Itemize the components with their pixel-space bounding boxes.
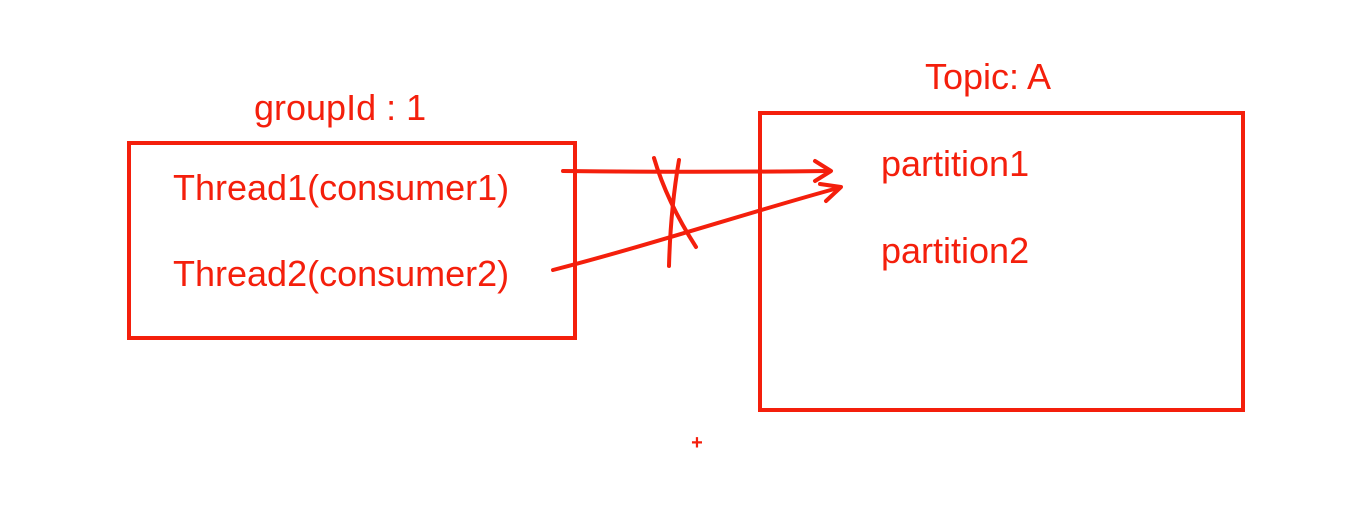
arrow-thread1-to-partition1: [561, 169, 830, 174]
topic-box: [758, 111, 1245, 412]
thread1-label: Thread1(consumer1): [173, 167, 510, 208]
consumer-group-box: [127, 141, 577, 340]
thread2-label: Thread2(consumer2): [173, 253, 510, 294]
consumer-group-title: groupId : 1: [254, 87, 427, 128]
partition1-label: partition1: [881, 143, 1030, 184]
topic-title: Topic: A: [925, 56, 1052, 97]
plus-mark: +: [691, 432, 703, 454]
cross-out-stroke-2: [667, 158, 681, 268]
partition2-label: partition2: [881, 230, 1030, 271]
arrow-thread2-to-partition1: [551, 186, 840, 272]
arrowhead-1: [813, 159, 833, 183]
arrowhead-2: [818, 182, 843, 203]
